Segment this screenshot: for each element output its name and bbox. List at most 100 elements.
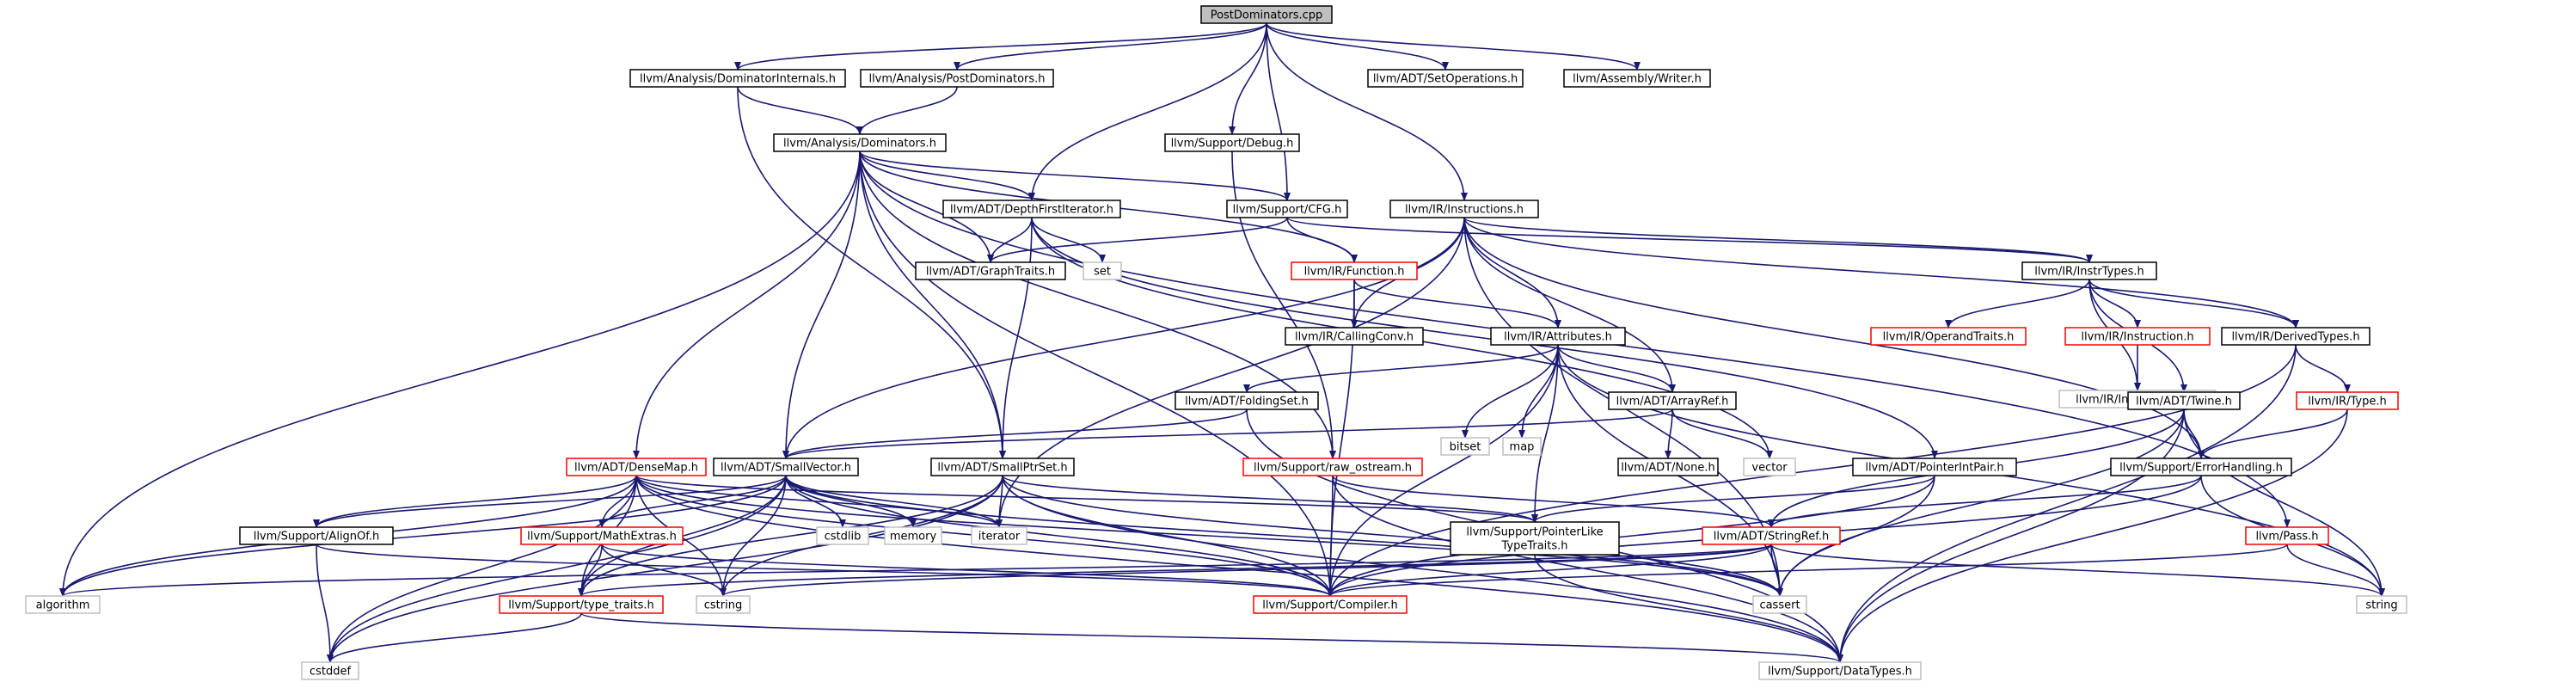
node-graphtraits[interactable]: llvm/ADT/GraphTraits.h	[915, 261, 1066, 280]
node-setops[interactable]: llvm/ADT/SetOperations.h	[1367, 69, 1524, 88]
node-debug[interactable]: llvm/Support/Debug.h	[1164, 133, 1300, 152]
node-label-alignof: llvm/Support/AlignOf.h	[254, 531, 380, 544]
node-label-dominators: llvm/Analysis/Dominators.h	[783, 138, 936, 150]
node-label-cstring: cstring	[704, 599, 742, 612]
node-label-densemap: llvm/ADT/DenseMap.h	[574, 462, 698, 475]
node-pointerintpair[interactable]: llvm/ADT/PointerIntPair.h	[1852, 458, 2017, 476]
edge-instructions-to-errorhandling	[1463, 217, 2205, 459]
edge-instrtypes-to-instruction	[2088, 279, 2141, 329]
edge-instructions-to-smallvector	[782, 217, 1465, 459]
edge-stringref-to-string	[1770, 544, 2385, 597]
edge-smallvector-to-mathextras	[598, 475, 787, 528]
edge-attributes-to-arrayref	[1557, 344, 1676, 393]
node-domint[interactable]: llvm/Analysis/DominatorInternals.h	[629, 69, 846, 88]
node-nonet[interactable]: llvm/ADT/None.h	[1617, 458, 1719, 476]
edge-densemap-to-alignof	[313, 475, 637, 528]
edge-root-to-asmwriter	[1266, 22, 1641, 71]
node-densemap[interactable]: llvm/ADT/DenseMap.h	[566, 458, 707, 476]
node-box-algorithm	[25, 595, 101, 614]
node-mathextras[interactable]: llvm/Support/MathExtras.h	[520, 526, 684, 545]
node-smallptrset[interactable]: llvm/ADT/SmallPtrSet.h	[930, 458, 1075, 476]
edge-instructions-to-instrtypes	[1463, 217, 2093, 263]
node-label-vector: vector	[1751, 462, 1788, 475]
edge-attributes-to-bitset	[1462, 344, 1559, 439]
node-alignof[interactable]: llvm/Support/AlignOf.h	[239, 526, 394, 545]
node-label-set: set	[1094, 266, 1111, 279]
node-label-cstddef: cstddef	[310, 666, 352, 679]
node-errorhandling[interactable]: llvm/Support/ErrorHandling.h	[2110, 458, 2292, 476]
node-asmwriter[interactable]: llvm/Assembly/Writer.h	[1563, 69, 1711, 88]
edge-pointerintpair-to-pointerlike	[1531, 475, 1935, 523]
edge-attributes-to-compiler	[1327, 344, 1559, 597]
node-box-instruction	[2064, 327, 2211, 346]
edge-pass-to-compiler	[1327, 544, 2288, 597]
node-box-callingconv	[1285, 327, 1424, 346]
node-label-errorhandling: llvm/Support/ErrorHandling.h	[2119, 462, 2283, 475]
node-box-instrtypes	[2021, 261, 2157, 280]
edge-root-to-debug	[1229, 22, 1267, 135]
node-foldingset[interactable]: llvm/ADT/FoldingSet.h	[1175, 391, 1319, 410]
node-box-debug	[1164, 133, 1300, 152]
node-box-twine	[2127, 391, 2241, 410]
node-rawostream[interactable]: llvm/Support/raw_ostream.h	[1242, 458, 1423, 476]
edge-typetraits-to-cstddef	[327, 612, 582, 663]
node-dominators[interactable]: llvm/Analysis/Dominators.h	[773, 133, 947, 152]
node-callingconv[interactable]: llvm/IR/CallingConv.h	[1285, 327, 1424, 346]
edge-postdom-to-dominators	[856, 86, 958, 135]
node-instrtypes[interactable]: llvm/IR/InstrTypes.h	[2021, 261, 2157, 280]
edge-pointerintpair-to-compiler	[1327, 475, 1935, 597]
edge-pointerlike-to-datatypes	[1534, 554, 1843, 663]
node-root[interactable]: PostDominators.cpp	[1200, 5, 1333, 24]
edge-stringref-to-algorithm	[59, 544, 1772, 597]
node-box-attributes	[1490, 327, 1626, 346]
node-label-typetraits: llvm/Support/type_traits.h	[508, 599, 654, 612]
node-box-string	[2356, 595, 2407, 614]
node-attributes[interactable]: llvm/IR/Attributes.h	[1490, 327, 1626, 346]
node-box-vector	[1743, 458, 1796, 476]
node-label-memory: memory	[890, 531, 937, 544]
node-label-cassert: cassert	[1759, 599, 1800, 612]
node-label-postdom: llvm/Analysis/PostDominators.h	[868, 73, 1045, 86]
node-box-foldingset	[1175, 391, 1319, 410]
edge-stringref-to-cstring	[720, 544, 1772, 597]
edge-alignof-to-cstddef	[316, 544, 334, 663]
node-label-cstdlib: cstdlib	[825, 531, 862, 544]
node-compiler[interactable]: llvm/Support/Compiler.h	[1253, 595, 1408, 614]
node-box-derivedtypes	[2221, 327, 2371, 346]
node-function[interactable]: llvm/IR/Function.h	[1291, 261, 1418, 280]
edge-root-to-dfiter	[1028, 22, 1267, 201]
node-label-foldingset: llvm/ADT/FoldingSet.h	[1185, 396, 1309, 408]
node-cfg[interactable]: llvm/Support/CFG.h	[1226, 200, 1348, 218]
edge-root-to-postdom	[954, 22, 1267, 71]
node-box-arrayref	[1608, 391, 1737, 410]
edge-root-to-domint	[734, 22, 1267, 71]
node-operandtraits[interactable]: llvm/IR/OperandTraits.h	[1870, 327, 2027, 346]
node-smallvector[interactable]: llvm/ADT/SmallVector.h	[713, 458, 859, 476]
edge-pass-to-string	[2286, 544, 2385, 597]
node-cassert: cassert	[1752, 595, 1807, 614]
node-pass[interactable]: llvm/Pass.h	[2245, 526, 2329, 545]
node-typetraits[interactable]: llvm/Support/type_traits.h	[499, 595, 664, 614]
node-dfiter[interactable]: llvm/ADT/DepthFirstIterator.h	[942, 200, 1121, 218]
edge-densemap-to-pointerlike	[635, 475, 1538, 523]
node-instructions[interactable]: llvm/IR/Instructions.h	[1389, 200, 1539, 218]
edge-smallptrset-to-cstddef	[327, 475, 1003, 663]
edge-dominators-to-algorithm	[59, 150, 861, 597]
node-instruction[interactable]: llvm/IR/Instruction.h	[2064, 327, 2211, 346]
node-box-cassert	[1752, 595, 1807, 614]
node-map: map	[1502, 437, 1542, 456]
edge-instructions-to-derivedtypes	[1463, 217, 2299, 329]
node-box-instructions	[1389, 200, 1539, 218]
edge-foldingset-to-smallvector	[782, 408, 1248, 459]
node-arrayref[interactable]: llvm/ADT/ArrayRef.h	[1608, 391, 1737, 410]
node-type[interactable]: llvm/IR/Type.h	[2296, 391, 2399, 410]
node-label-twine: llvm/ADT/Twine.h	[2136, 396, 2232, 408]
node-string: string	[2356, 595, 2407, 614]
edge-mathextras-to-cstring	[601, 544, 727, 597]
node-twine[interactable]: llvm/ADT/Twine.h	[2127, 391, 2241, 410]
edge-domint-to-smallptrset	[737, 86, 1006, 459]
node-stringref[interactable]: llvm/ADT/StringRef.h	[1702, 526, 1841, 545]
node-postdom[interactable]: llvm/Analysis/PostDominators.h	[860, 69, 1054, 88]
node-derivedtypes[interactable]: llvm/IR/DerivedTypes.h	[2221, 327, 2371, 346]
